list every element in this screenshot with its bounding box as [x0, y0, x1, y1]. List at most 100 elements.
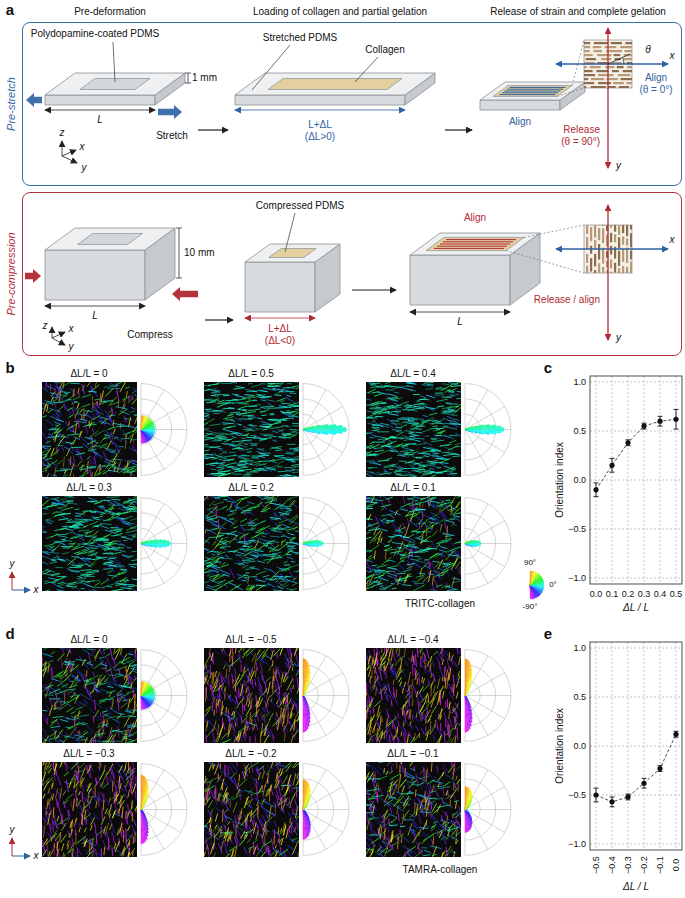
illustration-part: [371, 427, 377, 428]
illustration-part: [90, 543, 94, 545]
illustration-part: [457, 391, 461, 393]
illustration-part: [141, 417, 147, 430]
illustration-part: [605, 66, 614, 68]
illustration-part: [402, 386, 409, 387]
illustration-part: [445, 423, 458, 425]
illustration-part: [422, 385, 429, 386]
illustration-part: [381, 445, 392, 446]
illustration-part: [125, 440, 127, 449]
illustration-part: [50, 499, 60, 501]
illustration-part: [594, 240, 596, 249]
illustration-part: [99, 469, 100, 473]
illustration-part: [96, 540, 109, 541]
illustration-part: [90, 501, 97, 503]
illustration-part: [42, 526, 45, 528]
illustration-part: [456, 398, 461, 400]
illustration-part: [277, 466, 282, 467]
illustration-part: [122, 522, 132, 526]
illustration-part: [406, 454, 414, 456]
illustration-part: [61, 498, 68, 499]
illustration-part: [63, 540, 73, 542]
illustration-part: [216, 467, 224, 469]
illustration-part: [451, 454, 459, 455]
illustration-part: [214, 394, 223, 395]
illustration-part: [254, 428, 264, 431]
illustration-part: [87, 439, 96, 445]
illustration-part: [431, 439, 437, 440]
illustration-part: [381, 386, 387, 387]
illustration-part: [87, 382, 94, 387]
illustration-part: [256, 527, 266, 533]
illustration-part: [590, 227, 592, 241]
illustration-part: [444, 435, 455, 439]
illustration-part: [101, 401, 114, 402]
illustration-part: [389, 469, 393, 471]
illustration-part: [221, 462, 225, 464]
illustration-part: [112, 435, 122, 442]
illustration-part: [611, 42, 622, 44]
illustration-part: [91, 451, 98, 454]
illustration-part: [114, 442, 119, 452]
illustration-part: [278, 461, 284, 463]
illustration-part: [276, 419, 285, 421]
illustration-part: [285, 426, 290, 427]
illustration-part: [225, 463, 236, 466]
illustration-part: [60, 468, 71, 470]
illustration-part: [584, 54, 593, 56]
illustration-part: [400, 450, 408, 451]
illustration-part: [436, 387, 443, 389]
illustration-part: [105, 388, 113, 396]
illustration-part: [239, 455, 251, 456]
illustration-part: [386, 397, 397, 399]
illustration-part: [82, 404, 90, 407]
illustration-part: [407, 423, 418, 425]
illustration-part: [465, 428, 470, 430]
illustration-part: [449, 435, 458, 437]
illustration-part: [44, 580, 49, 582]
illustration-part: [107, 496, 120, 498]
illustration-part: [80, 578, 87, 580]
illustration-part: [374, 422, 383, 427]
zoom-guide: [557, 88, 584, 96]
illustration-part: [130, 434, 133, 443]
illustration-part: [208, 389, 220, 392]
illustration-part: [465, 430, 504, 432]
illustration-part: [284, 467, 295, 468]
illustration-part: [85, 533, 88, 536]
illustration-part: [70, 465, 77, 470]
polar-grid: [141, 521, 181, 544]
illustration-part: [204, 572, 210, 573]
illustration-part: [617, 66, 624, 68]
illustration-part: [435, 458, 443, 460]
illustration-part: [618, 74, 631, 76]
illustration-part: [602, 228, 604, 243]
illustration-part: [229, 452, 235, 453]
illustration-part: [111, 534, 122, 536]
illustration-part: [108, 470, 118, 472]
illustration-part: [111, 499, 120, 501]
polar-grid: [303, 430, 343, 453]
illustration-part: [372, 420, 376, 421]
illustration-part: [292, 386, 299, 387]
illustration-part: [93, 570, 99, 571]
illustration-part: [441, 452, 449, 454]
illustration-part: [52, 580, 59, 582]
illustration-part: [396, 431, 405, 435]
illustration-part: [107, 571, 112, 573]
leader-line: [113, 42, 115, 82]
illustration-part: [391, 386, 402, 387]
illustration-part: [303, 424, 336, 429]
illustration-part: [625, 42, 632, 44]
illustration-part: [598, 228, 600, 240]
orientation-polar-plot: [141, 539, 171, 547]
illustration-part: [408, 422, 419, 424]
illustration-part: [46, 522, 51, 524]
illustration-part: [116, 531, 122, 532]
illustration-part: [94, 473, 100, 476]
illustration-part: [204, 415, 209, 417]
illustration-part: [245, 433, 249, 436]
illustration-part: [622, 225, 624, 233]
illustration-part: [80, 511, 87, 515]
illustration-part: [68, 558, 76, 565]
illustration-part: [78, 419, 79, 428]
